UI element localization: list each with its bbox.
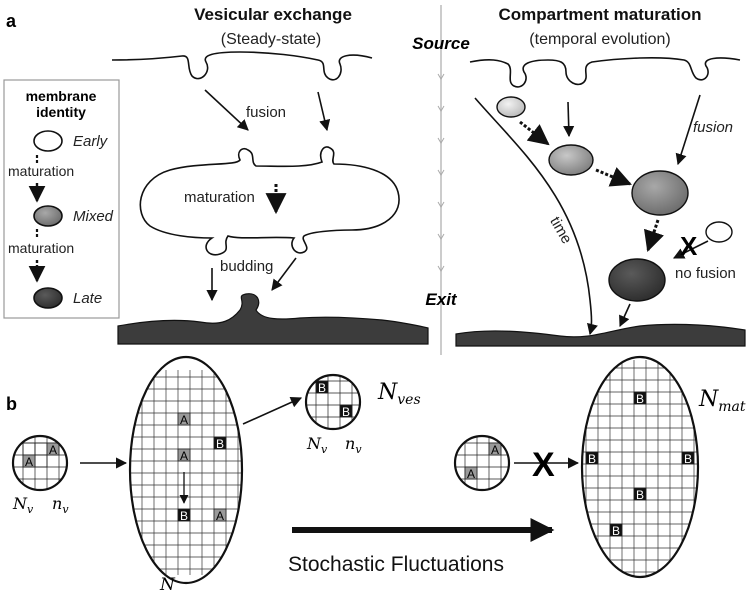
- left-vesicle-nv: nv: [52, 494, 69, 516]
- left-vesicle-Nv: Nv: [12, 494, 34, 516]
- fusion-arrow-left-2: [317, 91, 331, 132]
- divider-ticks: [437, 73, 445, 272]
- compartment-N-cell-5: A: [216, 509, 224, 523]
- time-label: time: [546, 214, 575, 247]
- top-vesicle-cell-1: B: [318, 381, 326, 395]
- legend-title-2: identity: [36, 104, 86, 120]
- compartment-Nmat-cell-2: B: [588, 452, 596, 466]
- compartment-N-label: N: [159, 575, 176, 593]
- exit-membrane-left: [117, 293, 429, 345]
- compartment-N-cell-1: A: [180, 413, 188, 427]
- mat-vesicle-cell-1: A: [491, 443, 499, 457]
- left-vesicle: A A: [11, 434, 69, 492]
- fusion-label-right: fusion: [693, 119, 733, 136]
- compartment-Nmat-outline: [580, 355, 700, 579]
- compartment-N-cell-2: B: [216, 437, 224, 451]
- compartment-Nmat-cell-1: B: [636, 392, 644, 406]
- budding-arrow-b: [242, 397, 303, 425]
- compartment-mixed: [631, 170, 689, 216]
- legend-title-1: membrane: [26, 88, 97, 104]
- compartment-Nmat: B B B B B: [580, 355, 700, 579]
- exit-membrane-right: [455, 323, 746, 347]
- compartment-early: [496, 96, 526, 118]
- no-fusion-cross: X: [680, 231, 698, 261]
- mat-vesicle-outline: [453, 434, 511, 492]
- exit-label: Exit: [425, 290, 458, 309]
- budding-label: budding: [220, 258, 273, 275]
- mat-vesicle: A A: [453, 434, 511, 492]
- legend-early-label: Early: [73, 133, 109, 150]
- compartment-Nmat-cell-5: B: [612, 524, 620, 538]
- legend-early-swatch: [33, 130, 63, 152]
- legend: membrane identity Early maturation Mixed…: [3, 79, 120, 319]
- legend-mixed-label: Mixed: [73, 208, 114, 225]
- stochastic-caption: Stochastic Fluctuations: [288, 553, 504, 576]
- budding-arrow-2: [271, 257, 297, 291]
- no-fusion-label: no fusion: [675, 265, 736, 282]
- Nves-label: Nves: [377, 380, 421, 408]
- top-vesicle-outline: [304, 373, 362, 431]
- maturation-arrow-r3: [644, 219, 664, 252]
- compartment-N-cell-3: A: [180, 449, 188, 463]
- compartment-late: [608, 258, 666, 302]
- fusion-arrow-left-1: [204, 89, 249, 131]
- legend-maturation-1: maturation: [8, 163, 74, 179]
- legend-box: [3, 79, 120, 319]
- compartment-N-outline: [128, 355, 244, 585]
- maturation-label-cisterna: maturation: [184, 189, 255, 206]
- compartment-maturation-subtitle: (temporal evolution): [529, 31, 670, 48]
- left-vesicle-cell-2: A: [25, 455, 33, 469]
- Nmat-label: Nmat: [698, 387, 746, 415]
- rejected-vesicle: [705, 221, 733, 243]
- maturation-arrow-r1: [519, 120, 550, 146]
- maturation-arrow-r2: [595, 167, 632, 187]
- top-vesicle: B B: [304, 373, 362, 431]
- panel-b-label: b: [6, 394, 17, 414]
- legend-late-label: Late: [73, 290, 102, 307]
- source-membrane-left: [111, 51, 373, 81]
- fusion-arrow-r1: [563, 101, 575, 138]
- cisterna-vesicular: [139, 146, 400, 256]
- fusion-arrow-r2: [675, 94, 701, 166]
- top-vesicle-nv: nv: [345, 434, 362, 456]
- left-vesicle-cell-1: A: [49, 443, 57, 457]
- panel-a-label: a: [6, 11, 17, 31]
- source-label: Source: [412, 34, 470, 53]
- no-fusion-cross-b: X: [532, 446, 555, 484]
- compartment-Nmat-cell-4: B: [636, 488, 644, 502]
- vesicular-exchange-subtitle: (Steady-state): [221, 31, 321, 48]
- compartment-maturation-title: Compartment maturation: [498, 5, 701, 24]
- source-membrane-right: [469, 57, 741, 88]
- compartment-Nmat-cell-3: B: [684, 452, 692, 466]
- top-vesicle-Nv: Nv: [306, 434, 328, 456]
- legend-mixed-swatch: [33, 205, 63, 227]
- time-arrow: [474, 97, 598, 336]
- vesicular-exchange-title: Vesicular exchange: [194, 5, 352, 24]
- compartment-N: A B A B A: [128, 355, 244, 585]
- legend-late-swatch: [33, 287, 63, 309]
- compartment-N-cell-4: B: [180, 509, 188, 523]
- exit-arrow-right: [619, 303, 631, 328]
- top-vesicle-cell-2: B: [342, 405, 350, 419]
- legend-maturation-2: maturation: [8, 240, 74, 256]
- mat-vesicle-cell-2: A: [467, 467, 475, 481]
- fusion-label-left: fusion: [246, 104, 286, 121]
- no-fusion-arrow: [672, 240, 709, 259]
- left-vesicle-outline: [11, 434, 69, 492]
- compartment-mid: [548, 144, 594, 176]
